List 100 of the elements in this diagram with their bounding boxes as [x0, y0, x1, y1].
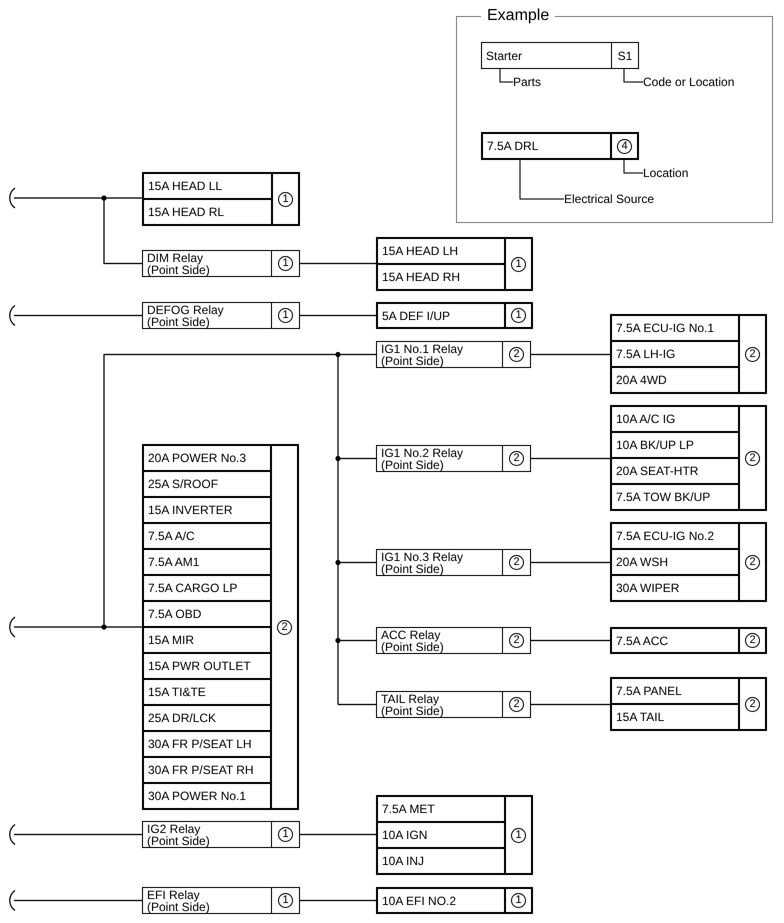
location-number: 2 — [509, 697, 524, 712]
location-number: 1 — [278, 192, 293, 206]
fuse-name: 7.5A AM1 — [144, 550, 270, 576]
fuse-name: 20A 4WD — [612, 368, 738, 392]
relay-label: IG1 No.3 Relay (Point Side) — [381, 550, 464, 574]
fuse-name: 30A FR P/SEAT RH — [144, 758, 270, 784]
fuse-name: 15A HEAD RH — [378, 265, 504, 289]
wire — [531, 562, 610, 564]
location-number: 1 — [511, 308, 526, 323]
fuse-name: 15A PWR OUTLET — [144, 654, 270, 680]
relay-box — [142, 302, 300, 329]
fuse-name: 20A SEAT-HTR — [612, 459, 738, 485]
wire — [103, 354, 338, 627]
location-number: 2 — [509, 347, 524, 362]
wire — [300, 314, 376, 316]
relay-label: IG2 Relay (Point Side) — [147, 822, 211, 846]
relay-box — [376, 549, 531, 576]
location-number: 1 — [278, 308, 293, 323]
location-number: 1 — [278, 827, 293, 842]
relay-box — [142, 887, 300, 914]
fuse-name: 15A HEAD LL — [144, 174, 271, 200]
relay-label: IG1 No.2 Relay (Point Side) — [381, 446, 464, 470]
fuse-name: 15A INVERTER — [144, 498, 270, 524]
location-number: 2 — [745, 450, 760, 466]
wire — [14, 834, 142, 836]
wire — [14, 900, 142, 902]
leader-line — [624, 68, 644, 82]
code-box: S1 — [612, 42, 639, 69]
fuse-name: 15A HEAD LH — [378, 239, 504, 265]
wire — [531, 704, 610, 706]
wire — [14, 197, 104, 199]
fuse-block — [142, 444, 299, 810]
location-number: 2 — [509, 451, 524, 466]
location-number: 1 — [511, 828, 526, 842]
location-number: 2 — [509, 633, 524, 648]
location-number: 2 — [745, 346, 760, 362]
wire — [531, 354, 610, 356]
location-number: 2 — [745, 696, 760, 712]
fuse-name: 7.5A LH-IG — [612, 342, 738, 368]
frame-title: Example — [481, 6, 556, 26]
fuse-name: 10A EFI NO.2 — [378, 889, 504, 912]
location-number: 2 — [509, 555, 524, 570]
fuse-name: 10A INJ — [378, 849, 504, 873]
fuse-name: 7.5A MET — [378, 797, 504, 823]
callout-text: Electrical Source — [564, 192, 654, 206]
wire — [338, 704, 376, 706]
fuse-block — [610, 405, 767, 511]
wire — [338, 562, 376, 564]
wire — [300, 834, 376, 836]
leader-line — [520, 158, 564, 200]
location-number: 1 — [511, 256, 526, 272]
relay-box — [142, 821, 300, 848]
wire — [338, 354, 376, 356]
wire — [300, 900, 376, 902]
fuse-name: 7.5A A/C — [144, 524, 270, 550]
location-number: 2 — [745, 633, 760, 648]
wire — [104, 197, 142, 199]
relay-label: ACC Relay (Point Side) — [381, 628, 445, 652]
fuse-name: 10A BK/UP LP — [612, 433, 738, 459]
callout-text: Code or Location — [643, 75, 734, 89]
fuse-block — [481, 132, 639, 160]
wire — [338, 640, 376, 642]
part-name-box: Starter — [481, 42, 612, 69]
fuse-name: 30A FR P/SEAT LH — [144, 732, 270, 758]
wire — [531, 458, 610, 460]
fuse-block — [610, 627, 767, 654]
relay-box — [376, 627, 531, 654]
wire — [337, 354, 339, 704]
fuse-name: 7.5A OBD — [144, 602, 270, 628]
fuse-name: 25A DR/LCK — [144, 706, 270, 732]
fuse-name: 7.5A TOW BK/UP — [612, 485, 738, 509]
relay-box — [376, 445, 531, 472]
wire — [104, 626, 142, 628]
relay-label: DEFOG Relay (Point Side) — [147, 304, 225, 328]
relay-box — [376, 341, 531, 368]
fuse-block — [376, 887, 533, 914]
fuse-name: 7.5A ACC — [612, 629, 738, 652]
relay-label: EFI Relay (Point Side) — [147, 888, 211, 912]
fuse-name: 7.5A ECU-IG No.1 — [612, 316, 738, 342]
wire — [300, 262, 376, 264]
location-number: 1 — [278, 893, 293, 908]
location-number: 1 — [511, 893, 526, 908]
fuse-block — [610, 677, 767, 731]
fuse-name: 15A TI&TE — [144, 680, 270, 706]
fuse-name: 15A HEAD RL — [144, 200, 271, 224]
fuse-name: 7.5A ECU-IG No.2 — [612, 524, 738, 550]
location-number: 2 — [745, 554, 760, 570]
fuse-block — [142, 172, 300, 226]
fuse-block — [376, 302, 533, 329]
fuse-block — [610, 522, 767, 602]
wire — [531, 640, 610, 642]
wire — [14, 626, 104, 628]
fuse-name: 30A WIPER — [612, 576, 738, 600]
relay-box — [142, 250, 300, 277]
fuse-name: 20A POWER No.3 — [144, 446, 270, 472]
fuse-name: 30A POWER No.1 — [144, 784, 270, 808]
fuse-name: 5A DEF I/UP — [378, 304, 504, 327]
fuse-block — [376, 237, 533, 291]
leader-line — [624, 160, 644, 174]
fuse-name: 20A WSH — [612, 550, 738, 576]
